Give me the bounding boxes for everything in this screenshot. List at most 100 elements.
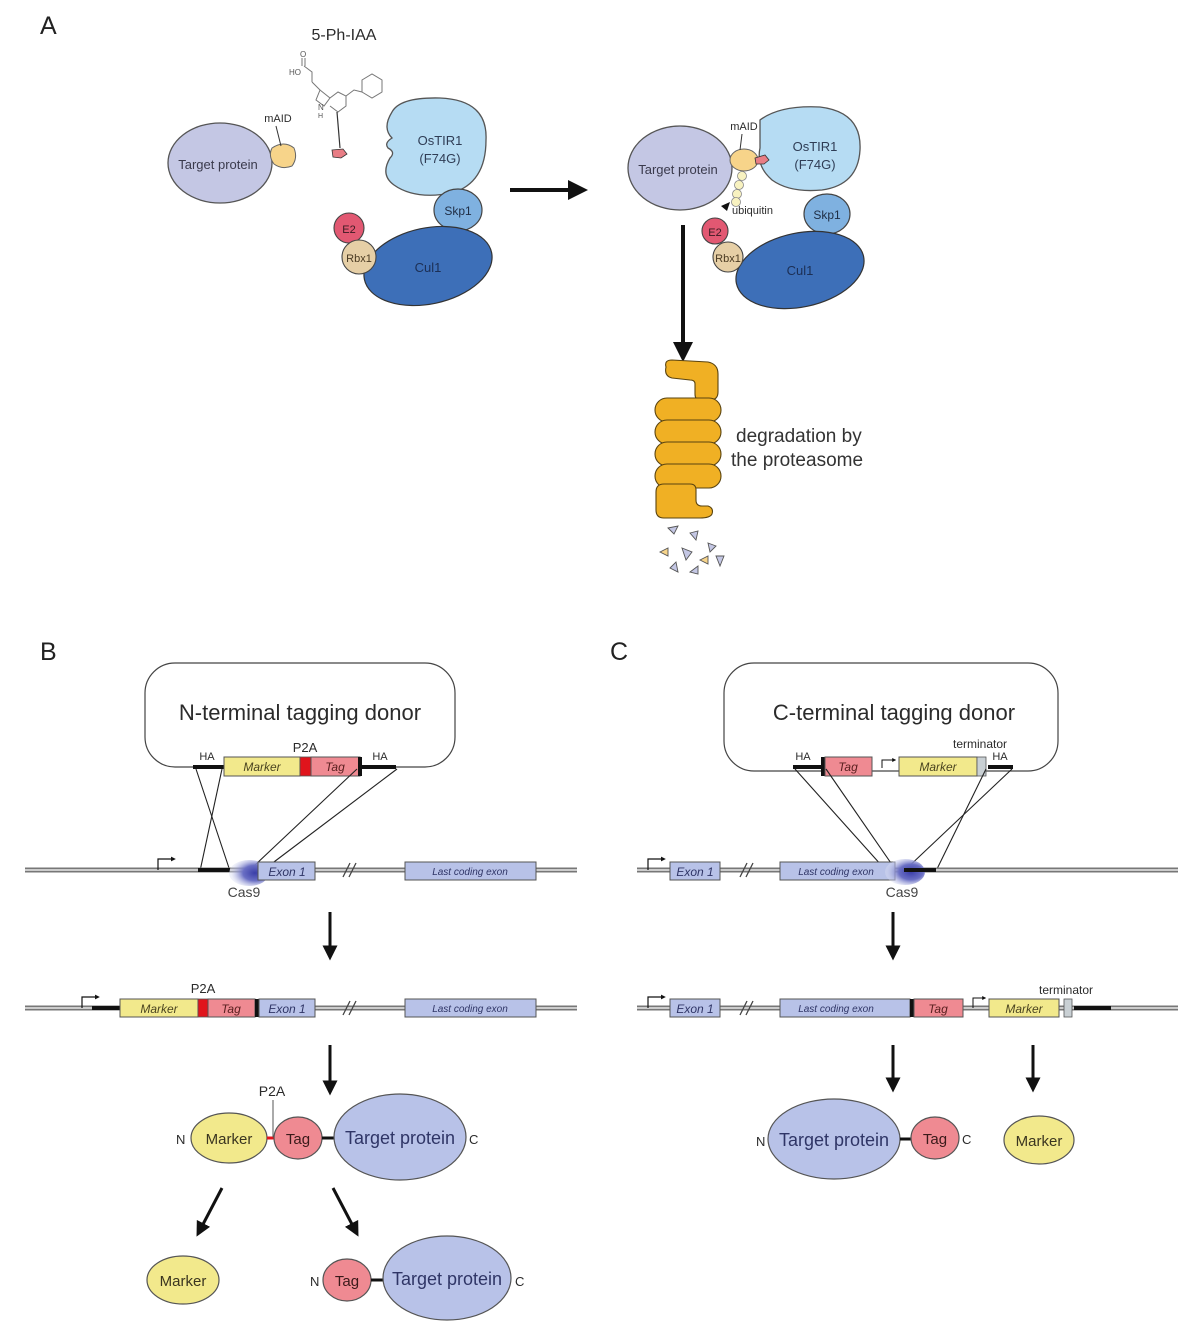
target-protein-shape bbox=[167, 122, 273, 204]
n-product-target-shape bbox=[382, 1235, 512, 1321]
n-fusion-c-label: C bbox=[469, 1132, 478, 1147]
n-edited-marker-label: Marker bbox=[140, 1002, 178, 1016]
n-edited-break-icon bbox=[342, 1000, 357, 1016]
e2-bound-shape bbox=[701, 217, 729, 245]
n-exon1-label: Exon 1 bbox=[268, 865, 305, 879]
ligand-h: H bbox=[318, 113, 323, 120]
c-exon1-label: Exon 1 bbox=[676, 865, 713, 879]
cul1-shape bbox=[363, 225, 493, 307]
e2-bound-label: E2 bbox=[708, 227, 721, 239]
n-fusion-marker-label: Marker bbox=[206, 1131, 253, 1148]
maid-bound-shape bbox=[729, 148, 759, 172]
c-edited-break-icon bbox=[739, 1000, 754, 1016]
proteasome-icon bbox=[654, 359, 722, 519]
n-product-marker-label: Marker bbox=[160, 1273, 207, 1290]
c-product-marker-label: Marker bbox=[1016, 1133, 1063, 1150]
n-arrow-marker-release bbox=[196, 1187, 224, 1237]
maid-label: mAID bbox=[264, 113, 292, 125]
n-product-target-label: Target protein bbox=[392, 1269, 502, 1289]
n-donor-ha-left-label: HA bbox=[199, 751, 215, 763]
n-fusion-protein: N Marker P2A Tag Target protein C bbox=[176, 1083, 478, 1181]
n-break-icon bbox=[342, 862, 357, 878]
ligand-molecule-icon bbox=[331, 148, 348, 159]
n-edited-last-exon-label: Last coding exon bbox=[432, 1004, 508, 1015]
ubiquitin-transfer-arrowhead-icon bbox=[721, 202, 730, 211]
ligand-ho: HO bbox=[289, 68, 301, 77]
ubiquitin-chain bbox=[731, 171, 747, 207]
c-edited-promoter2-arrow-icon bbox=[972, 996, 987, 1008]
n-edited-last-exon-box bbox=[404, 998, 537, 1018]
panel-c: C C-terminal tagging donor HA Tag Marker… bbox=[610, 638, 1178, 1180]
n-donor-p2a-box bbox=[299, 756, 312, 777]
n-recombination-lines bbox=[195, 768, 398, 872]
cul1-label: Cul1 bbox=[415, 260, 442, 275]
n-genomic-locus: Cas9 Exon 1 Last coding exon bbox=[25, 856, 577, 900]
panel-a: A 5-Ph-IAA HO O N H Target protein bbox=[40, 12, 865, 575]
c-last-exon-label: Last coding exon bbox=[798, 867, 874, 878]
n-product-c-label: C bbox=[515, 1274, 524, 1289]
degradation-label-1: degradation by bbox=[736, 426, 862, 447]
skp1-bound-label: Skp1 bbox=[813, 208, 841, 222]
panel-label-b: B bbox=[40, 638, 57, 666]
maid-pointer bbox=[275, 125, 282, 147]
ostir1-bound-label-1: OsTIR1 bbox=[793, 139, 838, 154]
c-donor-terminator-label: terminator bbox=[953, 737, 1007, 751]
c-edited-terminator-label: terminator bbox=[1039, 983, 1093, 997]
c-edited-terminator-box bbox=[1063, 998, 1073, 1018]
degradation-label-2: the proteasome bbox=[731, 450, 863, 471]
ligand-n: N bbox=[318, 103, 324, 112]
c-recombination-lines bbox=[794, 768, 1013, 872]
n-fusion-target-label: Target protein bbox=[345, 1128, 455, 1148]
c-donor-ha-left-label: HA bbox=[795, 751, 811, 763]
c-product-tag-label: Tag bbox=[923, 1131, 947, 1148]
n-donor-tag-label: Tag bbox=[325, 760, 345, 774]
n-donor-marker-label: Marker bbox=[243, 760, 281, 774]
c-break-icon bbox=[739, 862, 754, 878]
cul1-bound-label: Cul1 bbox=[787, 263, 814, 278]
rbx1-label: Rbx1 bbox=[346, 253, 372, 265]
panel-b: B N-terminal tagging donor HA HA Marker … bbox=[25, 638, 577, 1321]
c-donor-title: C-terminal tagging donor bbox=[773, 700, 1015, 725]
maid-bound-pointer bbox=[739, 133, 743, 151]
c-donor-tag-label: Tag bbox=[838, 760, 858, 774]
c-edited-tag-label: Tag bbox=[928, 1002, 948, 1016]
maid-shape bbox=[269, 143, 297, 169]
c-product-target-label: Target protein bbox=[779, 1130, 889, 1150]
cul1-bound-shape bbox=[735, 230, 865, 310]
target-protein-bound-label: Target protein bbox=[638, 162, 718, 177]
rbx1-shape bbox=[341, 239, 377, 275]
n-product-tag-label: Tag bbox=[335, 1273, 359, 1290]
panel-label-c: C bbox=[610, 638, 628, 666]
c-donor-promoter-arrow-icon bbox=[881, 758, 897, 768]
n-product-n-label: N bbox=[310, 1274, 319, 1289]
c-donor-plasmid bbox=[723, 662, 1059, 772]
n-last-exon-box bbox=[404, 861, 537, 881]
ligand-bound-icon bbox=[754, 154, 770, 165]
c-donor-tag-box bbox=[824, 756, 873, 777]
ostir1-bound-shape bbox=[758, 106, 861, 192]
peptide-fragments-icon bbox=[658, 525, 725, 575]
rbx1-bound-shape bbox=[712, 241, 744, 273]
target-protein-label: Target protein bbox=[178, 157, 258, 172]
n-donor-p2a-label: P2A bbox=[293, 740, 318, 755]
chemical-structure-icon bbox=[301, 58, 383, 113]
n-arrow-target-release bbox=[331, 1187, 359, 1237]
n-fusion-n-label: N bbox=[176, 1132, 185, 1147]
c-edited-tag-box bbox=[913, 998, 964, 1018]
c-edited-locus: Exon 1 Last coding exon Tag Marker termi… bbox=[637, 983, 1178, 1018]
ostir1-bound-label-2: (F74G) bbox=[794, 157, 835, 172]
n-edited-promoter-arrow-icon bbox=[81, 994, 100, 1008]
ostir1-label-1: OsTIR1 bbox=[418, 133, 463, 148]
n-cas9-label: Cas9 bbox=[228, 884, 261, 900]
maid-bound-label: mAID bbox=[730, 121, 758, 133]
c-product-marker-shape bbox=[1003, 1115, 1075, 1165]
ligand-pointer-line bbox=[336, 111, 341, 149]
n-donor-title: N-terminal tagging donor bbox=[179, 700, 421, 725]
c-edited-last-exon-label: Last coding exon bbox=[798, 1004, 874, 1015]
n-fusion-target-shape bbox=[333, 1093, 467, 1181]
n-last-exon-label: Last coding exon bbox=[432, 867, 508, 878]
ligand-o: O bbox=[300, 50, 306, 59]
c-edited-exon1-box bbox=[669, 998, 721, 1018]
n-product-marker-shape bbox=[146, 1255, 220, 1305]
complex-after: Target protein OsTIR1 (F74G) mAID ubiqui… bbox=[627, 106, 865, 310]
